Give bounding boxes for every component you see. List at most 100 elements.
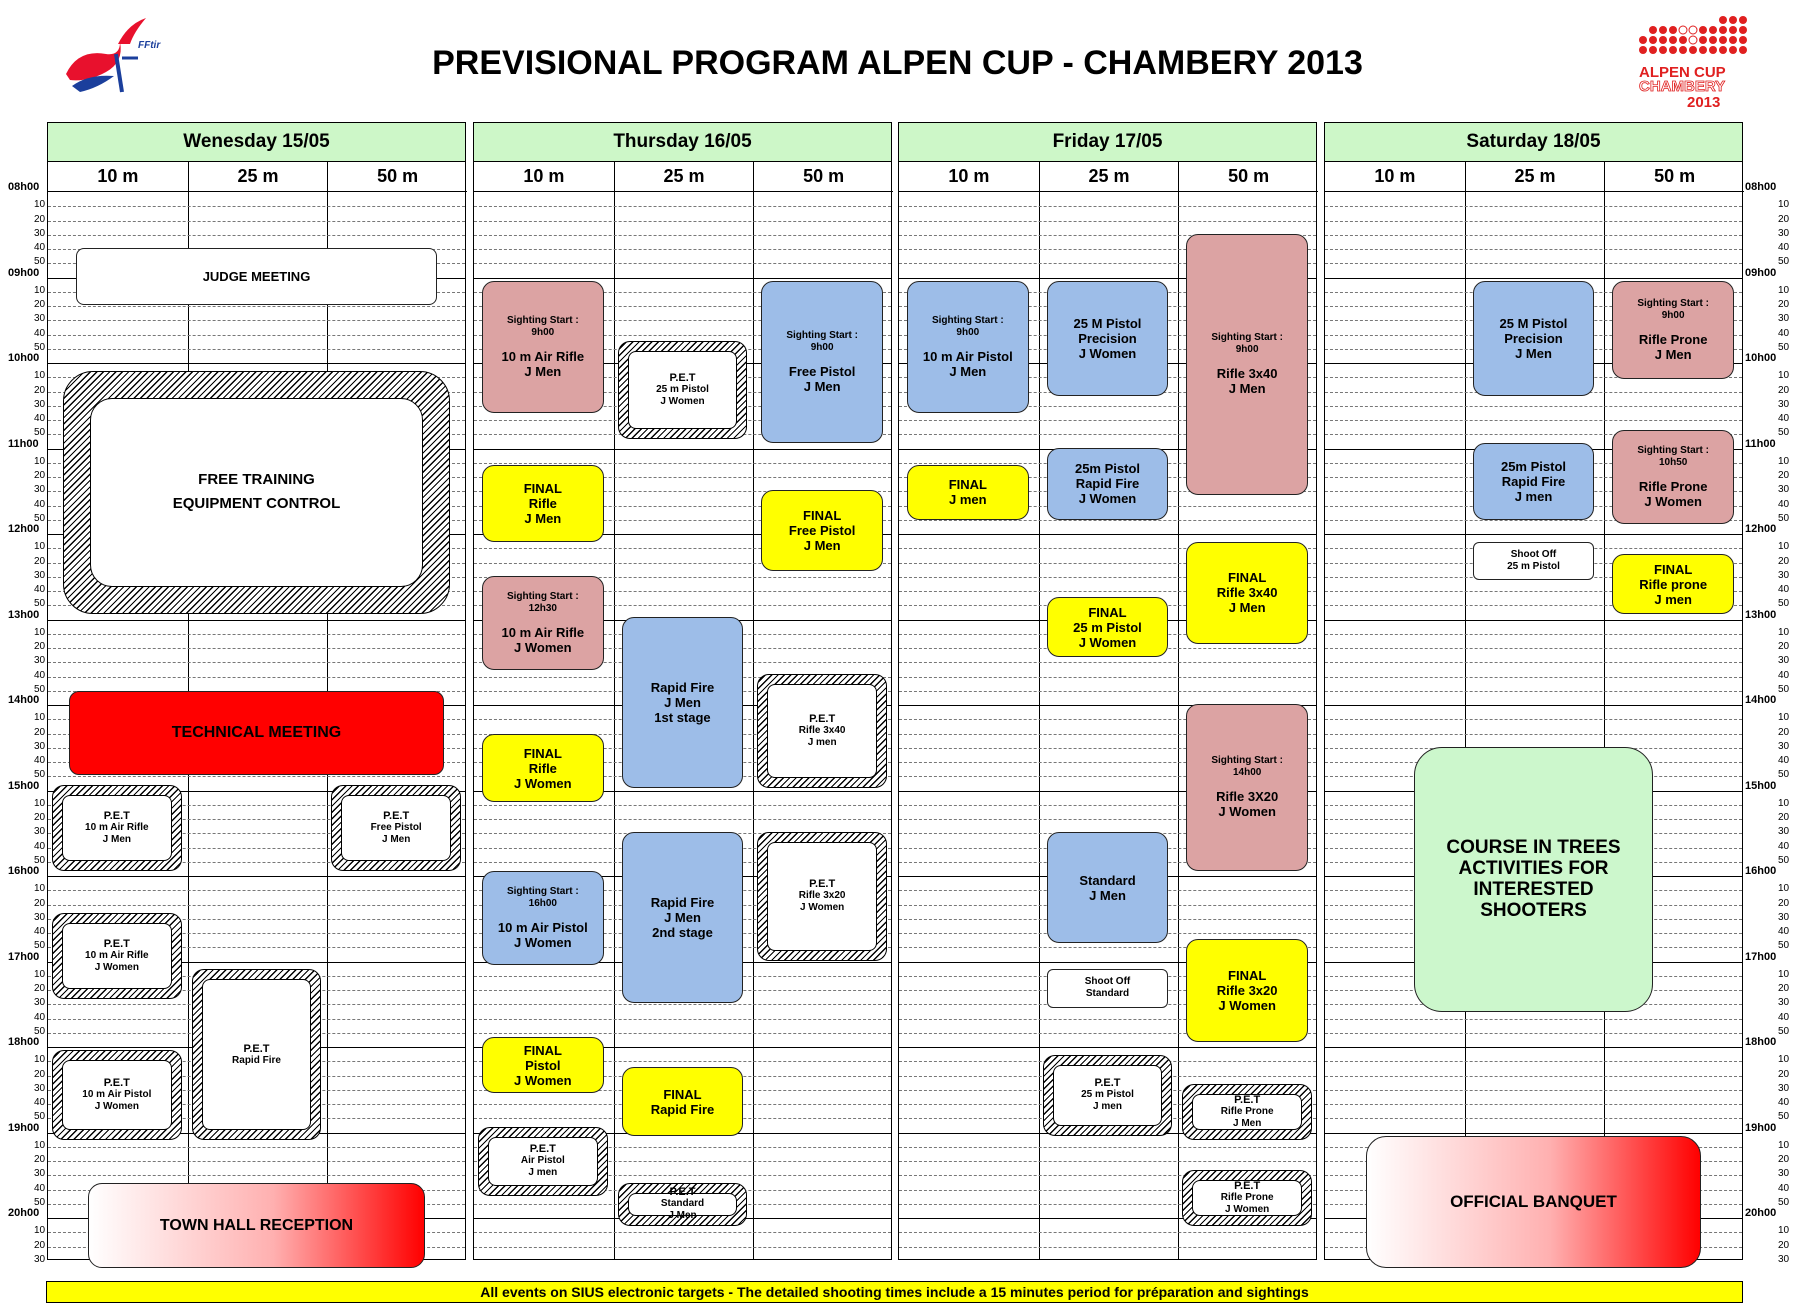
event-text-line: Rifle 3x20: [1216, 982, 1278, 998]
logo-dot: [1659, 36, 1667, 44]
grid-line: [1325, 1104, 1742, 1105]
grid-line: [1325, 1089, 1742, 1091]
event-text-line: Rapid Fire: [232, 1054, 281, 1066]
sighting-time: 9h00: [956, 327, 980, 339]
time-label-right: 40: [1778, 584, 1790, 595]
event-text-line: FINAL: [1654, 561, 1693, 577]
judge-meeting[interactable]: JUDGE MEETING: [76, 248, 437, 305]
grid-line: [474, 505, 891, 507]
time-label-left: 20: [34, 812, 46, 823]
time-label-left: 30: [34, 227, 46, 239]
svg-text:ALPEN CUP: ALPEN CUP: [1639, 64, 1726, 81]
event-text-line: 10 m Air Pistol: [497, 919, 588, 935]
grid-line: [474, 334, 891, 336]
event-text-line: J men: [1514, 489, 1553, 505]
grid-line: [474, 576, 891, 578]
time-label-left: 30: [34, 1253, 46, 1265]
technical-meeting[interactable]: TECHNICAL MEETING: [69, 691, 444, 775]
event-text-line: TECHNICAL MEETING: [171, 724, 342, 742]
time-label-right: 40: [1778, 840, 1790, 852]
logo-dot: [1729, 36, 1737, 44]
grid-line: [899, 1146, 1316, 1148]
event-text-line: J Men: [1089, 887, 1126, 903]
time-label-right: 09h00: [1745, 266, 1777, 279]
event-text-line: P.E.T: [1094, 1077, 1121, 1090]
event-text-line: J Men: [1232, 1118, 1262, 1130]
grid-line: [474, 1032, 891, 1034]
time-label-left: 20h00: [8, 1207, 40, 1219]
logo-dot: [1719, 36, 1727, 44]
grid-line: [899, 548, 1316, 550]
time-label-right: 30: [1778, 1082, 1790, 1094]
event-text-line: J Women: [1218, 997, 1276, 1013]
time-label-right: 40: [1778, 1182, 1790, 1194]
time-label-left: 10: [34, 797, 46, 809]
grid-line: [48, 961, 465, 963]
sighting-time: 16h00: [528, 897, 557, 909]
day-header: Friday 17/05: [899, 123, 1316, 162]
time-label-right: 30: [1778, 911, 1790, 923]
grid-line: [899, 790, 1316, 792]
town-hall-reception[interactable]: TOWN HALL RECEPTION: [88, 1182, 425, 1269]
time-label-right: 20: [1778, 726, 1790, 738]
time-label-right: 10: [1778, 968, 1790, 980]
event-text-line: FINAL: [523, 1042, 562, 1058]
event-text-line: Rapid Fire: [650, 679, 715, 695]
grid-line: [48, 648, 465, 649]
grid-line: [48, 306, 465, 307]
event-text-line: P.E.T: [529, 1143, 556, 1156]
time-label-left: 10h00: [8, 352, 40, 364]
event-text-line: 25 m Pistol: [1073, 619, 1142, 635]
grid-line: [474, 1161, 891, 1162]
sat-official-banquet[interactable]: OFFICIAL BANQUET: [1366, 1135, 1701, 1269]
time-label-right: 30: [1778, 227, 1790, 239]
event-text-line: Rifle Prone: [1638, 331, 1708, 347]
time-label-right: 50: [1778, 341, 1790, 353]
range-divider: [613, 192, 615, 1259]
event-text-line: J Men: [524, 510, 562, 526]
